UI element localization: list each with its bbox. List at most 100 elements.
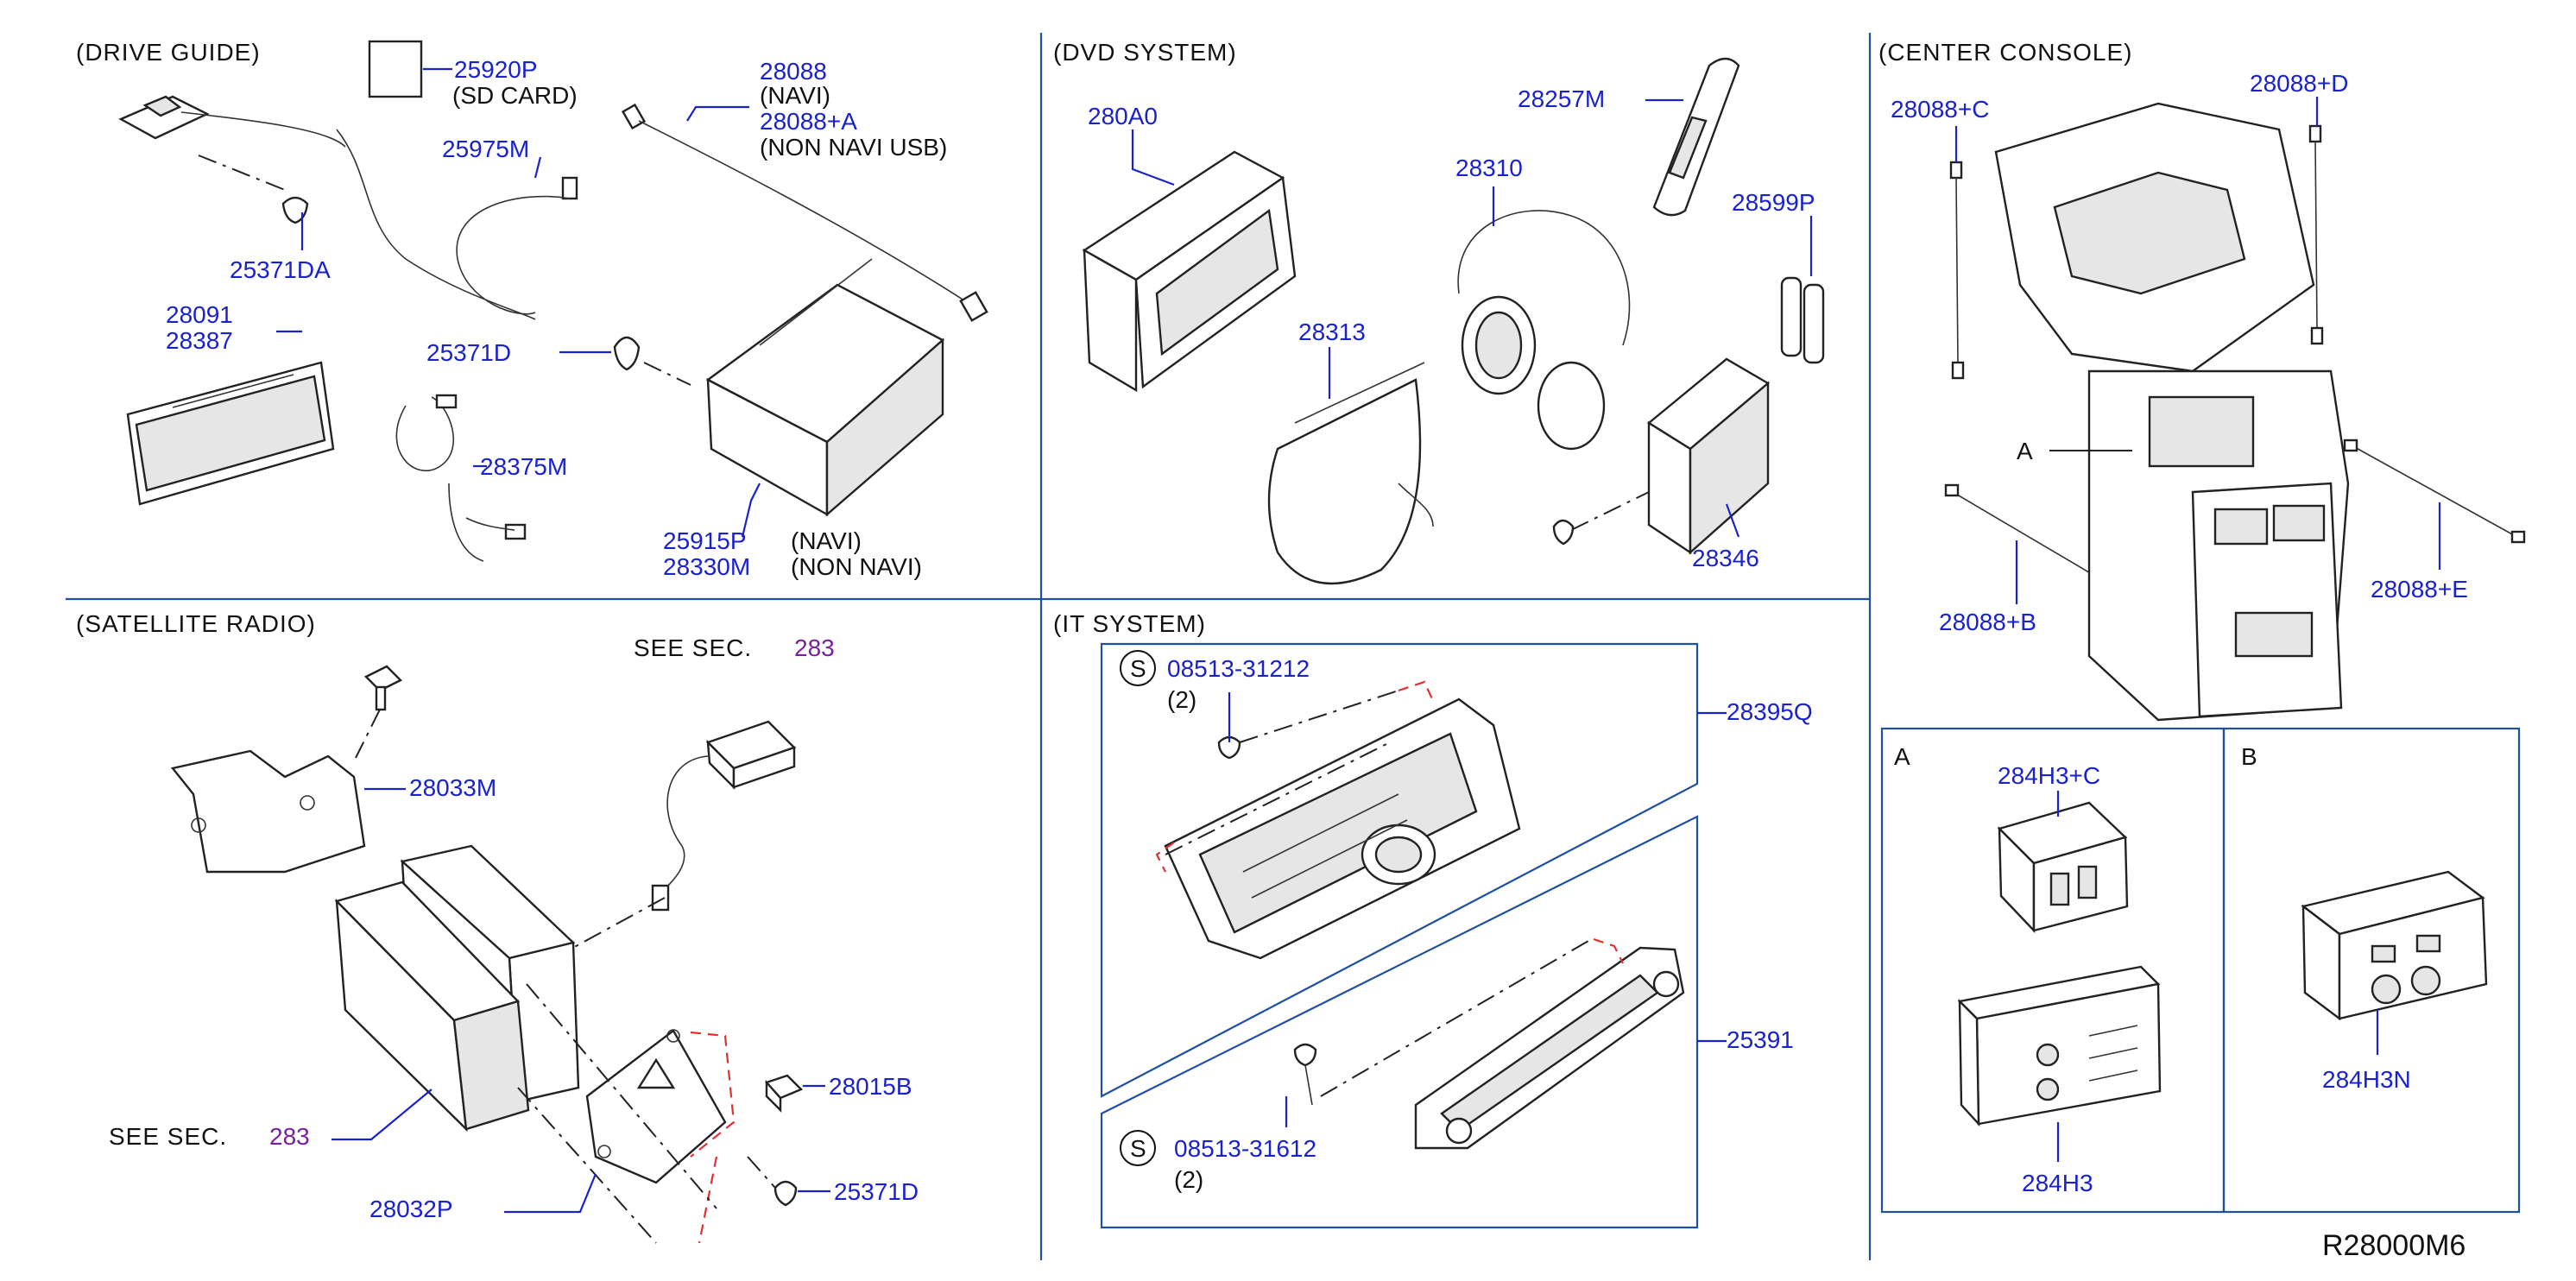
label-see-sec-left-num: 283 xyxy=(269,1123,310,1150)
label-see-sec-top-num: 283 xyxy=(794,634,835,661)
s-symbol-1-text: S xyxy=(1130,655,1146,682)
label-284H3: 284H3 xyxy=(2022,1170,2093,1196)
label-28395Q: 28395Q xyxy=(1727,698,1813,725)
bolt-part xyxy=(355,665,403,759)
section-title-it-system: (IT SYSTEM) xyxy=(1053,610,1206,637)
label-25371D-sat: 25371D xyxy=(834,1178,919,1205)
label-28346: 28346 xyxy=(1692,545,1759,571)
section-title-dvd-system: (DVD SYSTEM) xyxy=(1053,39,1237,66)
label-28088-note: (NAVI) xyxy=(760,82,830,109)
label-08513-31612: 08513-31612 xyxy=(1174,1135,1316,1162)
harness-28375M-part xyxy=(395,394,527,562)
bag-28313-part xyxy=(1267,362,1434,585)
cable-28088D-part xyxy=(2308,124,2324,345)
grommet-25371D-part xyxy=(613,336,691,386)
label-25920P-note: (SD CARD) xyxy=(452,82,578,109)
usb-port-284H3C-part xyxy=(1997,801,2129,934)
display-28091-part xyxy=(126,361,335,506)
label-28091: 28091 xyxy=(166,301,233,328)
drive-guide-illustrations xyxy=(118,40,988,562)
it-system-frames xyxy=(1100,642,1699,1229)
label-28330M-note: (NON NAVI) xyxy=(791,553,922,580)
label-25371DA: 25371DA xyxy=(230,256,331,283)
detail-box-leaders xyxy=(2056,791,2379,1162)
label-qty-1: (2) xyxy=(1167,686,1196,713)
center-console-illustrations xyxy=(1944,102,2526,722)
label-25920P: 25920P xyxy=(454,56,538,83)
media-port-284H3-part xyxy=(1957,965,2162,1127)
module-28346-part xyxy=(1552,357,1771,555)
antenna-cable-part xyxy=(336,129,536,320)
label-28088D: 28088+D xyxy=(2250,70,2348,97)
nut-28015B-part xyxy=(764,1074,804,1113)
label-28088: 28088 xyxy=(760,58,827,85)
screw-08513-31612-part xyxy=(1293,940,1589,1106)
bezel-25391-part xyxy=(1414,946,1685,1150)
label-25915P: 25915P xyxy=(663,527,747,554)
it-system-leaders xyxy=(1228,692,1727,1127)
control-panel-28395Q-part xyxy=(1164,697,1521,960)
dvd-player-280A0-part xyxy=(1082,150,1297,393)
section-dividers xyxy=(66,33,1872,1260)
grommet-sat-25371D-part xyxy=(747,1156,798,1207)
label-28088A: 28088+A xyxy=(760,108,857,135)
nav-unit-25915P-part xyxy=(705,258,945,517)
label-see-sec-top: SEE SEC. xyxy=(634,634,752,661)
label-28387: 28387 xyxy=(166,327,233,354)
label-28032P: 28032P xyxy=(369,1196,453,1222)
label-280A0: 280A0 xyxy=(1088,103,1158,129)
s-symbol-2-text: S xyxy=(1130,1135,1146,1162)
headphones-28310-part xyxy=(1457,210,1631,451)
label-28033M: 28033M xyxy=(409,774,496,801)
dvd-system-leaders xyxy=(1131,98,1813,538)
section-title-satellite-radio: (SATELLITE RADIO) xyxy=(76,610,316,637)
batteries-28599P-part xyxy=(1780,276,1825,364)
label-28313: 28313 xyxy=(1298,319,1366,345)
section-title-center-console: (CENTER CONSOLE) xyxy=(1878,39,2132,66)
label-28015B: 28015B xyxy=(829,1073,912,1100)
satellite-radio-illustrations xyxy=(170,665,804,1244)
satellite-antenna-part xyxy=(569,720,797,950)
detail-box-b xyxy=(2222,727,2521,1214)
label-28088C: 28088+C xyxy=(1891,96,1989,123)
satellite-radio-leaders xyxy=(331,787,830,1214)
catalog-code: R28000M6 xyxy=(2322,1229,2466,1262)
usb-cable-part xyxy=(621,103,988,322)
s-symbol-2 xyxy=(1120,1130,1156,1166)
section-title-drive-guide: (DRIVE GUIDE) xyxy=(76,39,261,66)
label-25915P-note: (NAVI) xyxy=(791,527,862,554)
label-25975M: 25975M xyxy=(442,136,529,162)
dvd-system-illustrations xyxy=(1082,57,1825,585)
label-see-sec-left: SEE SEC. xyxy=(109,1123,227,1150)
cable-25975M-part xyxy=(456,176,578,315)
bracket-28033M-part xyxy=(170,749,366,874)
drive-guide-leaders xyxy=(276,67,761,538)
label-28257M: 28257M xyxy=(1518,85,1605,112)
console-body-part xyxy=(1994,102,2350,722)
gps-antenna-part xyxy=(118,95,346,224)
label-28330M: 28330M xyxy=(663,553,750,580)
label-28375M: 28375M xyxy=(480,453,567,480)
bracket-28032P-part xyxy=(585,1029,727,1184)
label-box-A: A xyxy=(1894,743,1910,770)
label-25371D-drive: 25371D xyxy=(426,339,511,366)
label-28088E: 28088+E xyxy=(2371,576,2468,603)
label-28310: 28310 xyxy=(1455,155,1523,181)
usb-aux-284H3N-part xyxy=(2301,870,2488,1021)
remote-28257M-part xyxy=(1652,57,1740,217)
label-box-B: B xyxy=(2241,743,2257,770)
label-28088A-note: (NON NAVI USB) xyxy=(760,134,947,161)
satellite-tuner-part xyxy=(334,844,580,1133)
label-28599P: 28599P xyxy=(1732,189,1815,216)
s-symbol-1 xyxy=(1120,650,1156,686)
screw-08513-31212-part xyxy=(1217,690,1399,760)
label-ref-A: A xyxy=(2017,438,2033,464)
sd-card-part xyxy=(368,40,423,98)
detail-box-a xyxy=(1880,727,2226,1214)
it-system-illustrations xyxy=(1155,680,1685,1150)
cable-28088E-part xyxy=(2343,439,2526,544)
label-08513-31212: 08513-31212 xyxy=(1167,655,1310,682)
center-console-leaders xyxy=(1954,97,2441,604)
cable-28088C-part xyxy=(1949,161,1965,380)
